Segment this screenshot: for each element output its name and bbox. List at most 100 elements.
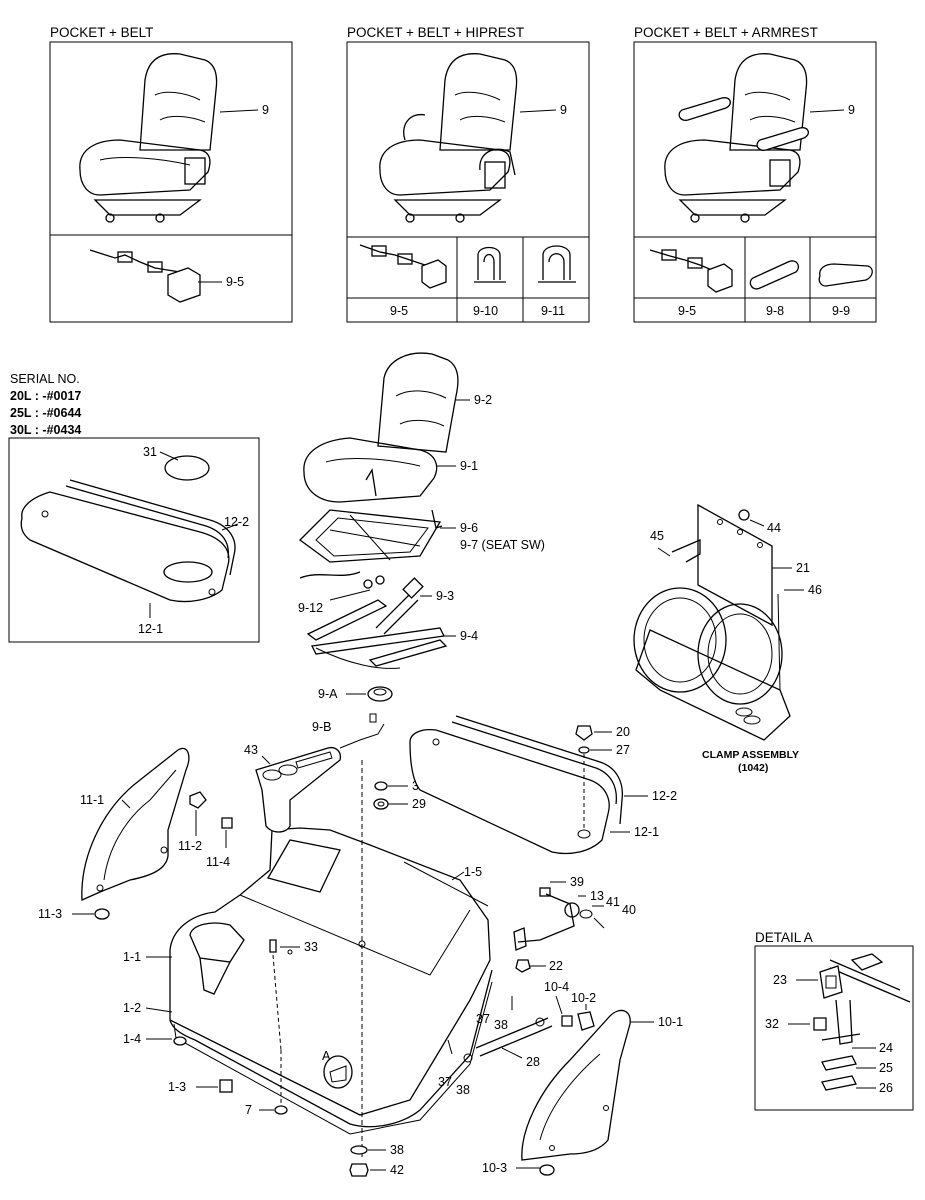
label-9-6: 9-6	[460, 521, 478, 535]
label-detail-25: 25	[879, 1061, 893, 1075]
nut-bottom-icon	[349, 1163, 369, 1177]
label-27: 27	[616, 743, 630, 757]
clamp-caption: CLAMP ASSEMBLY	[702, 749, 799, 761]
left-pad-icon	[94, 908, 110, 920]
detail-a-title: DETAIL A	[755, 930, 813, 945]
left-side-cover-illustration	[81, 747, 190, 901]
pad-icon	[173, 1036, 187, 1046]
clamp-code: (1042)	[738, 762, 768, 774]
panel-3-title: POCKET + BELT + ARMREST	[634, 25, 818, 40]
label-serial-12-2: 12-2	[224, 515, 249, 529]
label-42: 42	[390, 1163, 404, 1177]
cell-p2-1: 9-5	[390, 304, 408, 318]
label-detail-23: 23	[773, 973, 787, 987]
cell-p3-2: 9-8	[766, 304, 784, 318]
knob-icon	[575, 725, 593, 741]
clamp-bracket-illustration	[671, 503, 781, 691]
hood-assembly: 43 30 29 1-5 1-1 1-2 1-4 1-3 7 33 38	[38, 715, 683, 1177]
bottom-bolt-icon	[274, 1105, 288, 1115]
label-37-top: 37	[476, 1012, 490, 1026]
label-20: 20	[616, 725, 630, 739]
seat-illustration-3	[664, 53, 809, 223]
grommet-illustration	[367, 686, 393, 702]
label-9-3: 9-3	[436, 589, 454, 603]
slider-illustration	[306, 599, 448, 669]
label-11-4: 11-4	[206, 855, 230, 869]
label-9-2: 9-2	[474, 393, 492, 407]
cell-p2-2: 9-10	[473, 304, 498, 318]
label-9-12: 9-12	[298, 601, 323, 615]
label-37-bottom: 37	[438, 1075, 452, 1089]
label-33: 33	[304, 940, 318, 954]
label-41: 41	[606, 895, 620, 909]
screw-icon	[269, 939, 277, 953]
label-22: 22	[549, 959, 563, 973]
label-clamp-44: 44	[767, 521, 781, 535]
serial-line-3: 30L : -#0434	[10, 423, 81, 437]
label-clamp-46: 46	[808, 583, 822, 597]
seat-illustration-1	[79, 53, 218, 223]
label-28: 28	[526, 1055, 540, 1069]
label-seat-9-p2: 9	[560, 103, 567, 117]
right-side-cover-illustration	[521, 1009, 631, 1161]
label-11-3: 11-3	[38, 907, 62, 921]
label-detail-26: 26	[879, 1081, 893, 1095]
left-bracket-icon	[189, 791, 207, 809]
serial-line-1: 20L : -#0017	[10, 389, 81, 403]
serial-line-2: 25L : -#0644	[10, 406, 81, 420]
panel-pocket-belt-armrest: POCKET + BELT + ARMREST 9	[633, 25, 877, 323]
label-10-1: 10-1	[658, 1015, 683, 1029]
right-pad-icon	[539, 1164, 555, 1176]
label-9-1: 9-1	[460, 459, 478, 473]
rear-cover-illustration	[409, 715, 624, 855]
label-9-B: 9-B	[312, 720, 331, 734]
label-29: 29	[412, 797, 426, 811]
damper-illustration	[375, 577, 424, 635]
panel-2-title: POCKET + BELT + HIPREST	[347, 25, 524, 40]
label-10-4: 10-4	[544, 980, 569, 994]
cell-p2-3: 9-11	[541, 304, 565, 318]
serial-heading: SERIAL NO.	[10, 372, 80, 386]
panel-pocket-belt: POCKET + BELT 9 9-5	[49, 25, 293, 323]
serial-section: SERIAL NO. 20L : -#0017 25L : -#0644 30L…	[8, 372, 260, 643]
clamp-rings-illustration	[633, 587, 791, 741]
label-38-bottom: 38	[390, 1143, 404, 1157]
label-11-1: 11-1	[80, 793, 104, 807]
label-detail-24: 24	[879, 1041, 893, 1055]
strut-illustration	[447, 996, 553, 1063]
label-belt-9-5-p1: 9-5	[226, 275, 244, 289]
right-bracket-icon	[577, 1011, 595, 1031]
label-11-2: 11-2	[178, 839, 202, 853]
seat-frame-illustration	[299, 509, 443, 589]
right-screw-icon	[561, 1015, 573, 1027]
seat-illustration-2	[379, 53, 518, 223]
hood-body-illustration	[169, 827, 493, 1135]
label-10-3: 10-3	[482, 1161, 507, 1175]
rear-washer-icon	[578, 746, 590, 754]
left-screw-icon	[221, 817, 233, 829]
label-9-A: 9-A	[318, 687, 338, 701]
cap-icon	[374, 781, 388, 791]
cell-p3-3: 9-9	[832, 304, 850, 318]
washer-icon	[373, 798, 389, 810]
clamp-assembly: 44 45 21 46 CLAMP ASSEMBLY (1042)	[633, 503, 822, 774]
label-39: 39	[570, 875, 584, 889]
backrest-illustration	[377, 352, 459, 453]
panel-1-title: POCKET + BELT	[50, 25, 153, 40]
label-40: 40	[622, 903, 636, 917]
label-38-strut: 38	[456, 1083, 470, 1097]
seat-exploded-view: 9-2 9-1 9-6 9-7 (SEAT SW) 9-12 9-3	[298, 352, 545, 749]
rear-cover-detail-illustration	[20, 455, 236, 603]
tray-illustration	[255, 746, 342, 833]
label-serial-31: 31	[143, 445, 157, 459]
label-seat-9-p3: 9	[848, 103, 855, 117]
detail-a-section: DETAIL A 23 32 24 25 26	[754, 930, 914, 1111]
label-1-2: 1-2	[123, 1001, 141, 1015]
cell-p3-1: 9-5	[678, 304, 696, 318]
armrest-left-illustration	[749, 260, 800, 290]
label-clamp-21: 21	[796, 561, 810, 575]
label-serial-12-1: 12-1	[138, 622, 163, 636]
label-rear-12-1: 12-1	[634, 825, 659, 839]
label-detail-32: 32	[765, 1017, 779, 1031]
